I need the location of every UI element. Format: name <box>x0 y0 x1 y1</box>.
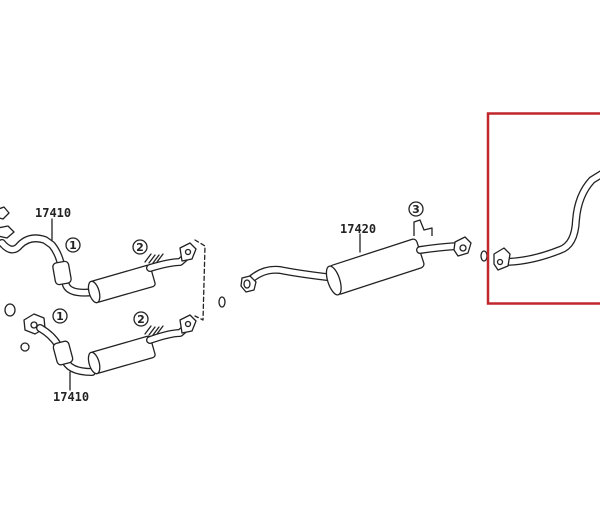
callout-circle <box>132 239 148 255</box>
callout-2-lower: 2 <box>137 313 145 326</box>
part-number-17420: 17420 <box>340 222 376 236</box>
callout-circle <box>133 311 149 327</box>
lower-catalyst <box>52 340 74 366</box>
upper-flange <box>179 242 197 262</box>
center-muffler <box>325 238 425 296</box>
callout-1-lower: 1 <box>56 310 64 323</box>
callout-circle <box>65 237 81 253</box>
center-muffler-assembly <box>240 219 488 296</box>
callout-2-upper: 2 <box>136 241 144 254</box>
part-number-17410-lower: 17410 <box>53 390 89 404</box>
lower-muffler <box>87 335 156 375</box>
upper-muffler <box>87 264 156 304</box>
highlight-box <box>486 112 600 305</box>
tail-pipe <box>493 170 600 271</box>
hanger-bracket <box>413 219 433 236</box>
part-number-17410-upper: 17410 <box>35 206 71 220</box>
upper-front-pipe-assembly <box>0 206 197 304</box>
callout-circle <box>408 201 424 217</box>
lower-front-pipe-assembly <box>4 239 226 376</box>
callout-3: 3 <box>412 203 420 216</box>
callout-circle <box>52 308 68 324</box>
upper-catalyst <box>52 260 72 286</box>
callout-1-upper: 1 <box>69 239 77 252</box>
